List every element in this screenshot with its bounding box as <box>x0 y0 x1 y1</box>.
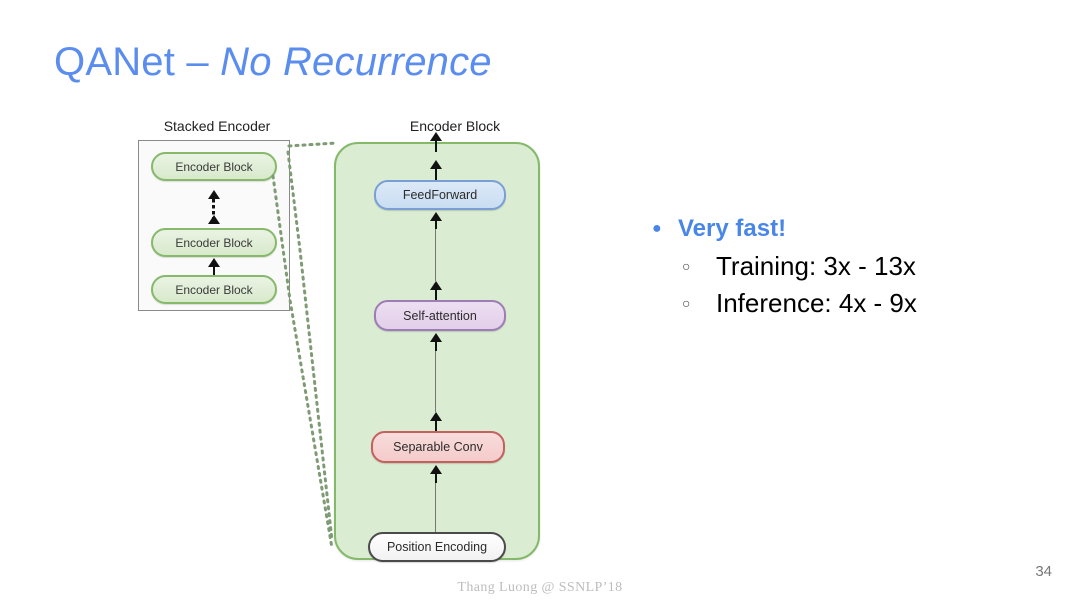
arrow-stem-positionencoding-icon <box>435 483 436 532</box>
page-title: QANet – No Recurrence <box>54 40 492 85</box>
arrow-stem-selfattention-top-icon <box>435 289 437 300</box>
encoder-block-item: Encoder Block <box>151 152 277 181</box>
bullet-list: ● Very fast! ○ Training: 3x - 13x ○ Infe… <box>620 214 1040 322</box>
encoder-block-panel <box>334 142 540 560</box>
dotted-arrow-head-icon <box>208 190 220 199</box>
page-number: 34 <box>1035 563 1052 580</box>
qanet-architecture-figure: Stacked Encoder Encoder Block Encoder Bl… <box>138 118 540 562</box>
dotted-arrow-head-lower-icon <box>208 215 220 224</box>
layer-self-attention: Self-attention <box>374 300 506 331</box>
bullet-very-fast-label: Very fast! <box>678 215 787 242</box>
zoom-connector-right-edge <box>286 150 334 542</box>
zoom-connector-top <box>287 141 338 148</box>
encoder-block-label: Encoder Block <box>409 118 501 134</box>
hollow-bullet-icon: ○ <box>682 258 691 274</box>
bullet-very-fast: ● Very fast! <box>620 214 1040 244</box>
arrow-stem-separableconv-bottom-icon <box>435 473 437 483</box>
dotted-arrow-stem-icon <box>212 199 215 218</box>
bullet-training-speedup: ○ Training: 3x - 13x <box>620 248 1040 285</box>
arrow-stem-separableconv-top-icon <box>435 420 437 431</box>
encoder-block-item: Encoder Block <box>151 275 277 304</box>
stacked-encoder-panel: Encoder Block Encoder Block Encoder Bloc… <box>138 140 290 311</box>
output-arrow-head-icon <box>430 132 442 141</box>
output-arrow-stem-icon <box>435 140 437 152</box>
arrow-stem-feedforward-long-icon <box>435 229 436 281</box>
footer-credit: Thang Luong @ SSNLP’18 <box>457 580 623 595</box>
page-title-plain: QANet – <box>54 40 221 84</box>
arrow-stem-to-output-icon <box>435 168 437 180</box>
bullet-inference-speedup-label: Inference: 4x - 9x <box>716 288 917 318</box>
arrow-stem-selfattention-long-icon <box>435 351 436 412</box>
arrow-head-selfattention-top-icon <box>430 281 442 290</box>
encoder-block-item: Encoder Block <box>151 228 277 257</box>
arrow-head-separableconv-top-icon <box>430 412 442 421</box>
layer-separable-conv: Separable Conv <box>371 431 505 463</box>
arrow-head-to-output-icon <box>430 160 442 169</box>
solid-arrow-head-icon <box>208 258 220 267</box>
layer-feedforward: FeedForward <box>374 180 506 210</box>
layer-position-encoding: Position Encoding <box>368 532 506 562</box>
arrow-stem-selfattention-bottom-icon <box>435 341 437 351</box>
solid-arrow-stem-icon <box>213 265 215 275</box>
hollow-bullet-icon: ○ <box>682 295 691 311</box>
stacked-encoder-label: Stacked Encoder <box>163 118 271 134</box>
arrow-stem-feedforward-icon <box>435 220 437 229</box>
arrow-head-separableconv-bottom-icon <box>430 465 442 474</box>
arrow-head-feedforward-icon <box>430 212 442 221</box>
bullet-inference-speedup: ○ Inference: 4x - 9x <box>620 285 1040 322</box>
bullet-training-speedup-label: Training: 3x - 13x <box>716 251 916 281</box>
arrow-head-selfattention-bottom-icon <box>430 333 442 342</box>
page-title-italic: No Recurrence <box>220 40 492 84</box>
filled-bullet-icon: ● <box>652 220 662 237</box>
